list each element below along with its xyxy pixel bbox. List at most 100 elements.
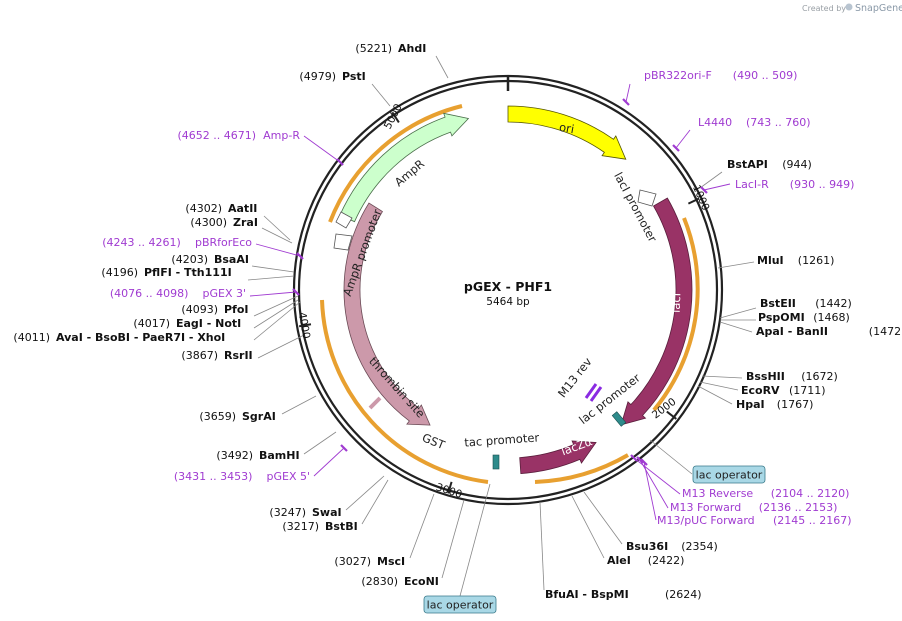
feature-arrow[interactable]	[343, 202, 431, 426]
m13-rev-mark[interactable]	[584, 383, 598, 399]
feature-label: lacI	[669, 293, 684, 313]
primer-label[interactable]: M13/pUC Forward(2145 .. 2167)	[657, 514, 852, 527]
site-position: (3659)	[199, 410, 236, 423]
primer-leader-line	[643, 461, 657, 521]
labels-layer: (5221)AhdI (4979)PstI BstAPI(944) MluI(1261…	[13, 42, 902, 601]
restriction-site[interactable]: AleI(2422)	[607, 554, 684, 567]
site-position: (1767)	[777, 398, 814, 411]
primer-name: M13 Reverse	[682, 487, 753, 500]
site-position: (3217)	[282, 520, 319, 533]
primer-leader-line	[313, 447, 345, 477]
restriction-site[interactable]: (3217)BstBI	[282, 520, 357, 533]
restriction-site[interactable]: (4093)PfoI	[181, 303, 248, 316]
restriction-site[interactable]: BstEII(1442)	[760, 297, 852, 310]
primer-name: pBRforEco	[195, 236, 252, 249]
primer-label[interactable]: L4440(743 .. 760)	[698, 116, 811, 129]
site-name: BsaAI	[214, 253, 249, 266]
lac-operator-callout[interactable]: lac operator	[423, 595, 497, 614]
restriction-site[interactable]: (2830)EcoNI	[361, 575, 438, 588]
restriction-site[interactable]: (4011)AvaI - BsoBI - PaeR7I - XhoI	[13, 331, 225, 344]
primer-range: (4652 .. 4671)	[177, 129, 256, 142]
restriction-site[interactable]: BssHII(1672)	[746, 370, 838, 383]
primer-label[interactable]: pBRforEco(4243 .. 4261)	[102, 236, 252, 249]
primer-label[interactable]: Amp-R(4652 .. 4671)	[177, 129, 300, 142]
callout-label: lac operator	[696, 469, 763, 482]
primer-label[interactable]: pGEX 5' (3431 .. 3453)	[174, 470, 310, 483]
primer-binding-mark	[640, 458, 648, 466]
restriction-site[interactable]: BfuAI - BspMI(2624)	[545, 588, 702, 601]
restriction-site[interactable]: (4017) EagI - NotI	[133, 317, 241, 330]
restriction-site[interactable]: EcoRV(1711)	[741, 384, 826, 397]
tick-label: 5000	[382, 102, 405, 131]
site-position: (4093)	[181, 303, 218, 316]
primer-binding-mark	[340, 444, 348, 452]
restriction-site[interactable]: (4300) ZraI	[190, 216, 258, 229]
site-position: (1442)	[815, 297, 852, 310]
restriction-site[interactable]: (3027)MscI	[334, 555, 405, 568]
site-position: (2830)	[361, 575, 398, 588]
site-name: RsrII	[224, 349, 253, 362]
primer-name: pGEX 5'	[266, 470, 310, 483]
tick-label: 4000	[296, 311, 312, 339]
site-leader-line	[435, 55, 449, 79]
site-position: (4300)	[190, 216, 227, 229]
site-leader-line	[701, 375, 743, 379]
restriction-site[interactable]: (4302)AatII	[185, 202, 257, 215]
feature-arrow[interactable]	[519, 440, 597, 474]
lac-promoter-mark[interactable]	[611, 411, 627, 427]
plasmid-length: 5464 bp	[486, 296, 530, 308]
feature-arrow[interactable]	[507, 105, 627, 160]
restriction-site[interactable]: (4203)BsaAI	[171, 253, 249, 266]
callout-box	[423, 595, 497, 614]
site-position: (3867)	[181, 349, 218, 362]
thrombin-site-mark[interactable]	[368, 396, 382, 410]
site-leader-line	[263, 215, 291, 241]
site-leader-line	[583, 491, 623, 545]
site-name: EagI - NotI	[176, 317, 241, 330]
restriction-site[interactable]: ApaI - BanII(1472)	[756, 325, 902, 338]
site-position: (1468)	[813, 311, 850, 324]
site-leader-line	[247, 275, 295, 281]
m13-rev-mark[interactable]	[589, 386, 603, 402]
ampr-start-mark	[335, 211, 353, 229]
feature-arrow[interactable]	[339, 112, 470, 223]
ampr-promoter-mark[interactable]	[333, 233, 353, 251]
primer-range: (3431 .. 3453)	[174, 470, 253, 483]
tick-mark	[391, 111, 400, 123]
restriction-site[interactable]: (3247)SwaI	[269, 506, 341, 519]
orf-arc-laci	[652, 217, 700, 412]
site-name: ZraI	[233, 216, 258, 229]
restriction-site[interactable]: Bsu36I(2354)	[626, 540, 718, 553]
restriction-site[interactable]: (3659) SgrAI	[199, 410, 275, 423]
restriction-site[interactable]: (4196)PflFI - Tth111I	[101, 266, 231, 279]
restriction-site[interactable]: HpaI(1767)	[736, 398, 813, 411]
site-position: (1672)	[801, 370, 838, 383]
callout-leader-line	[459, 483, 491, 597]
tick-mark	[298, 323, 312, 328]
tac-promoter-mark[interactable]	[492, 454, 500, 470]
site-leader-line	[539, 501, 545, 591]
primer-label[interactable]: pBR322ori-F(490 .. 509)	[644, 69, 797, 82]
restriction-site[interactable]: MluI(1261)	[757, 254, 834, 267]
primer-leader-line	[675, 129, 691, 149]
site-name: PstI	[342, 70, 366, 83]
restriction-site[interactable]: BstAPI(944)	[727, 158, 812, 171]
site-name: SgrAI	[242, 410, 276, 423]
restriction-site[interactable]: PspOMI(1468)	[758, 311, 850, 324]
site-position: (4017)	[133, 317, 170, 330]
snapgene-credit[interactable]: Created by SnapGene	[802, 3, 902, 14]
primer-label[interactable]: LacI-R(930 .. 949)	[735, 178, 854, 191]
laci-promoter-mark[interactable]	[637, 189, 657, 207]
restriction-site[interactable]: (4979)PstI	[299, 70, 365, 83]
restriction-site[interactable]: (3492)BamHI	[216, 449, 299, 462]
site-position: (2354)	[681, 540, 718, 553]
feature-label: GST	[420, 430, 448, 452]
restriction-site[interactable]: (5221)AhdI	[355, 42, 426, 55]
primer-label[interactable]: M13 Reverse(2104 .. 2120)	[682, 487, 849, 500]
primer-label[interactable]: M13 Forward(2136 .. 2153)	[670, 501, 837, 514]
lac-operator-callout[interactable]: lac operator	[692, 465, 766, 484]
site-leader-line	[371, 83, 391, 107]
primer-label[interactable]: pGEX 3'(4076 .. 4098)	[110, 287, 246, 300]
restriction-site[interactable]: (3867) RsrII	[181, 349, 252, 362]
site-leader-line	[699, 171, 723, 189]
